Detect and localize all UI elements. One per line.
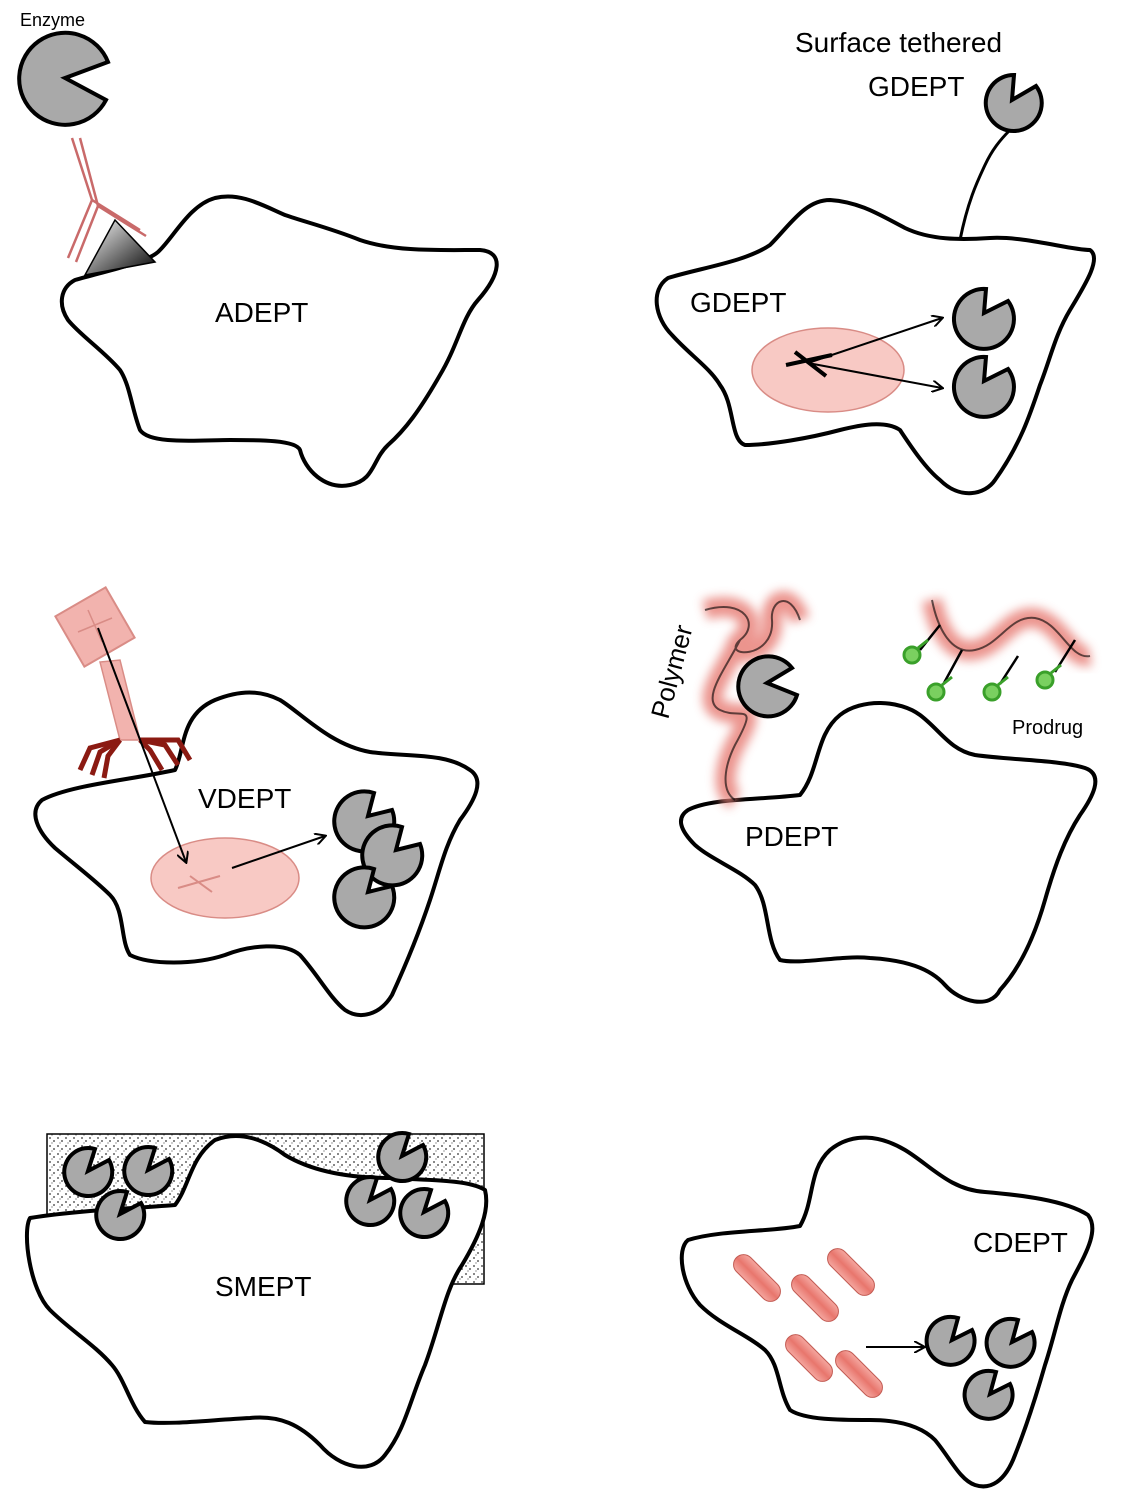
vdept-label: VDEPT [198,783,291,814]
prodrug-label: Prodrug [1012,717,1083,739]
tethered-enzyme-icon [986,75,1042,131]
panel-cdept: CDEPT [682,1138,1093,1487]
surface-tethered-line2: GDEPT [868,71,964,102]
smept-label: SMEPT [215,1271,311,1302]
surface-tethered-line1: Surface tethered [795,27,1002,58]
enzyme-label: Enzyme [20,10,85,30]
gdept-label: GDEPT [690,287,786,318]
vdept-nucleus [151,838,299,918]
panel-smept: SMEPT [27,1133,486,1467]
gdept-nucleus [752,328,904,412]
panel-vdept: VDEPT [35,587,477,1015]
pdept-enzyme-icon [738,656,797,716]
panel-adept: ADEPT Enzyme [19,10,497,486]
virus-tail [100,660,140,740]
panel-gdept: Surface tethered GDEPT GDEPT [657,27,1094,493]
polymer-right [932,600,1090,656]
adept-enzyme-icon [19,33,108,125]
panel-pdept: Polymer Prodrug PDEPT [645,600,1096,1002]
polymer-label: Polymer [645,621,699,721]
adept-label: ADEPT [215,297,308,328]
cdept-label: CDEPT [973,1227,1068,1258]
cdept-cell [682,1138,1093,1487]
tether-line [960,130,1010,240]
pdept-label: PDEPT [745,821,838,852]
